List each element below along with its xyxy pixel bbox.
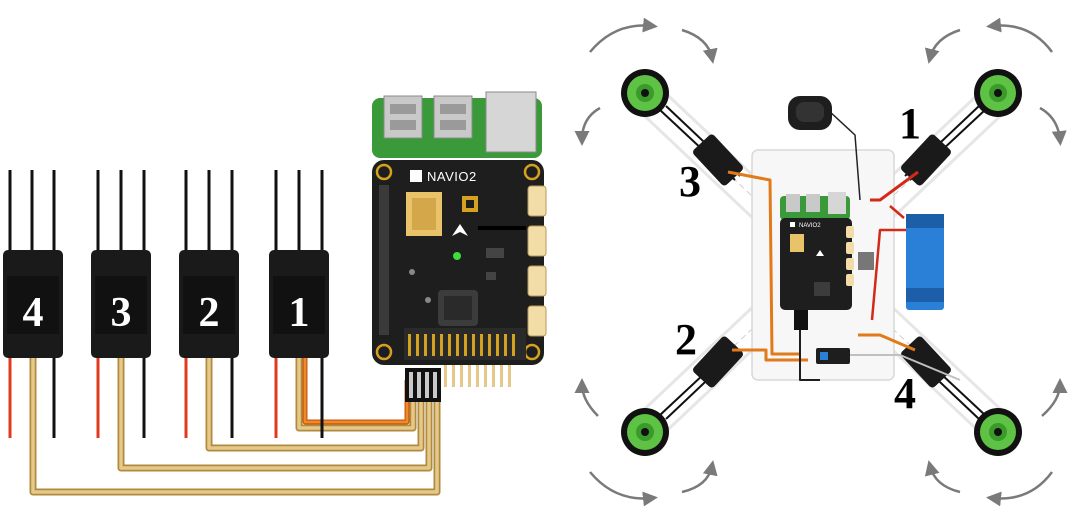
usb-port [433,95,473,139]
rotation-arrow-icon [574,378,599,417]
rotation-arrow-icon [589,17,658,53]
power-module [858,252,874,270]
motor-4-label: 4 [894,369,916,418]
esc-1-signal-wire [295,358,417,432]
battery [889,205,944,310]
esc-wiring-panel: 4 3 2 [3,91,547,496]
esc-4: 4 [3,170,63,438]
rotation-arrows [574,17,1068,507]
esc-1: 1 [269,170,329,438]
rotation-arrow-icon [986,17,1054,53]
motor-rear-right [974,408,1022,456]
esc-2: 2 [179,170,239,438]
navio2-board-large: NAVIO2 [372,91,547,402]
motor-1-label: 1 [899,99,921,148]
motor-2-label: 2 [675,315,697,364]
signal-wires [29,358,441,496]
rotation-arrow-icon [589,471,658,507]
rotation-arrow-icon [574,106,601,146]
esc-1-label: 1 [289,290,310,336]
navio2-board-name: NAVIO2 [427,169,477,184]
motor-front-right [974,69,1022,117]
esc-3-label: 3 [111,290,132,336]
motor-rear-left [621,408,669,456]
rotation-arrow-icon [681,28,718,64]
esc-4-label: 4 [23,290,44,336]
rotation-arrow-icon [1041,378,1068,417]
gps-module [788,96,832,130]
esc-2-signal-wire [205,358,425,452]
navio2-board-small: NAVIO2 [780,192,854,330]
esc-2-label: 2 [199,290,220,336]
usb-port [383,95,423,139]
rotation-arrow-icon [681,460,718,494]
rotation-arrow-icon [1039,106,1067,146]
motor-front-left [621,69,669,117]
quadcopter-frame-panel: NAVIO2 [574,17,1068,507]
rotation-arrow-icon [924,28,961,64]
board-wires [727,109,961,381]
ethernet-port [485,91,537,153]
esc-3: 3 [91,170,151,438]
navio2-small-board-name: NAVIO2 [799,223,821,229]
rotation-arrow-icon [924,460,961,494]
motor-3-label: 3 [679,157,701,206]
rotation-arrow-icon [986,471,1054,507]
